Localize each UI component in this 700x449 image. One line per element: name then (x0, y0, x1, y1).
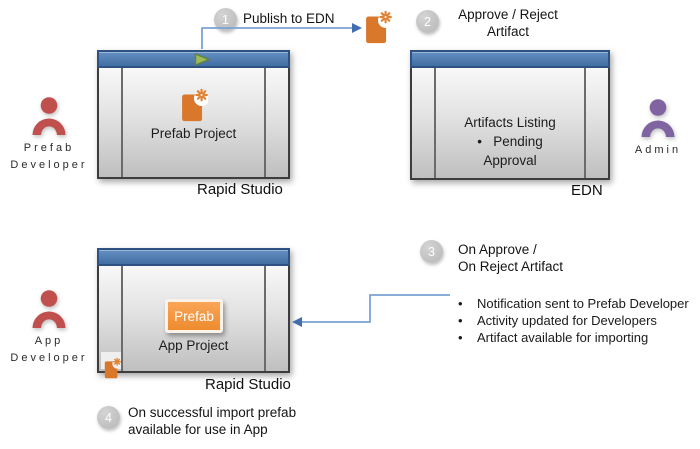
window-body: Prefab Project (97, 68, 290, 179)
window-rapid-studio-bottom: Prefab App Project (97, 248, 290, 379)
actor-label: App Developer (10, 335, 88, 364)
window-titlebar (97, 50, 290, 68)
window-rapid-studio-top: Prefab Project (97, 50, 290, 179)
window-titlebar (410, 50, 610, 68)
window-caption: EDN (571, 182, 603, 199)
step-1-label: Publish to EDN (243, 11, 335, 26)
window-body: Artifacts Listing • Pending Approval (410, 68, 610, 180)
pane-divider (584, 68, 586, 178)
bullet-icon: • (458, 330, 463, 345)
step-4-label: On successful import prefab available fo… (128, 405, 297, 437)
pane-divider (434, 68, 436, 178)
pane-divider (264, 68, 266, 177)
person-icon (32, 290, 66, 328)
step-1-badge: 1 (214, 8, 237, 31)
list-item: • Artifact available for importing (458, 330, 649, 345)
step-2-label: Approve / Reject Artifact (458, 7, 558, 39)
actor-app-developer: App Developer (3, 288, 95, 367)
bullet-icon: • (458, 296, 463, 311)
list-item: • Notification sent to Prefab Developer (458, 296, 689, 311)
prefab-button: Prefab (165, 299, 223, 333)
person-icon (641, 99, 675, 137)
project-label: App Project (158, 338, 229, 353)
artifacts-listing-text: Artifacts Listing • Pending Approval (464, 115, 556, 168)
step-3-badge: 3 (420, 240, 443, 263)
pane-divider (121, 68, 123, 177)
new-artifact-icon (182, 88, 208, 122)
list-item: • Activity updated for Developers (458, 313, 657, 328)
window-caption: Rapid Studio (205, 376, 291, 393)
step-4-badge: 4 (97, 406, 120, 429)
play-icon (194, 53, 210, 66)
step-2-badge: 2 (416, 10, 439, 33)
window-titlebar (97, 248, 290, 266)
pane-divider (121, 266, 123, 371)
window-edn: Artifacts Listing • Pending Approval (410, 50, 610, 180)
imported-prefab-icon (104, 357, 121, 379)
step-3-label: On Approve / On Reject Artifact (458, 242, 564, 274)
bullet-icon: • (458, 313, 463, 328)
published-artifact-icon (366, 10, 392, 44)
actor-prefab-developer: Prefab Developer (3, 95, 95, 174)
window-caption: Rapid Studio (197, 181, 283, 198)
approval-notes-list: • Notification sent to Prefab Developer … (458, 295, 695, 346)
pane-divider (264, 266, 266, 371)
person-icon (32, 97, 66, 135)
actor-label: Admin (634, 144, 682, 156)
actor-label: Prefab Developer (10, 142, 88, 171)
actor-admin: Admin (612, 97, 700, 159)
project-label: Prefab Project (150, 126, 237, 141)
window-body: Prefab App Project (97, 266, 290, 379)
